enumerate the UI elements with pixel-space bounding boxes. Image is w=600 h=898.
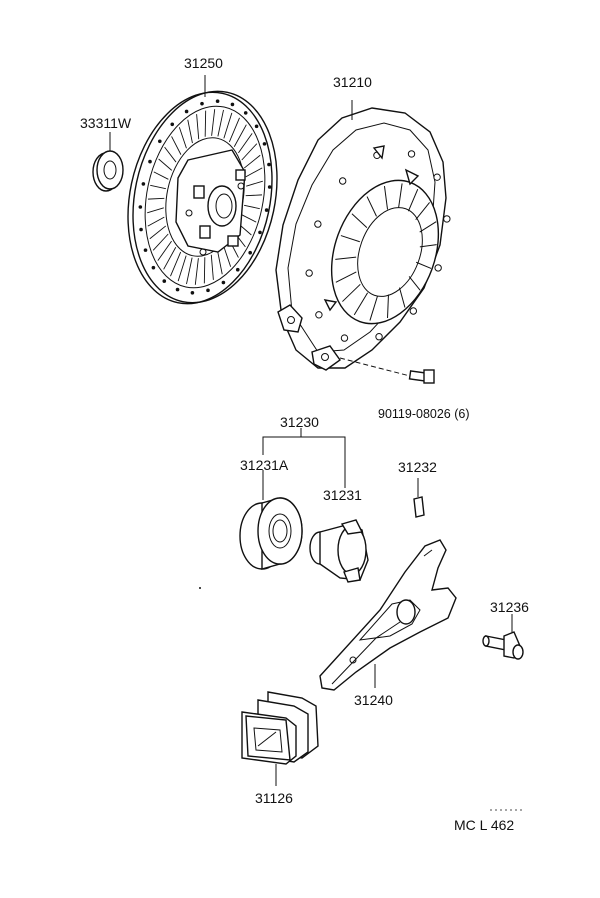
label-31236: 31236 [490, 599, 529, 615]
label-31231: 31231 [323, 487, 362, 503]
label-31232: 31232 [398, 459, 437, 475]
label-31240: 31240 [354, 692, 393, 708]
release-fork-icon [319, 539, 457, 691]
pivot-bolt-icon [482, 631, 524, 660]
clip-icon [413, 496, 425, 518]
bracket-31230 [262, 436, 346, 488]
pilot-bearing-icon [92, 132, 124, 192]
footer-code: MC L 462 [454, 817, 515, 833]
label-31126: 31126 [255, 790, 293, 806]
clutch-disc-icon [127, 90, 278, 305]
label-31231a: 31231A [240, 457, 289, 473]
label-31250: 31250 [184, 55, 223, 71]
label-31210: 31210 [333, 74, 372, 90]
pressure-plate-icon [275, 100, 451, 371]
bearing-hub-icon [309, 519, 369, 583]
boot-icon [241, 691, 319, 786]
bolt-leader [339, 357, 411, 377]
bolt-icon [408, 369, 435, 384]
label-31230: 31230 [280, 414, 319, 430]
release-bearing-icon [239, 497, 303, 570]
label-33311w: 33311W [80, 115, 132, 131]
label-90119-08026: 90119-08026 (6) [378, 407, 470, 421]
